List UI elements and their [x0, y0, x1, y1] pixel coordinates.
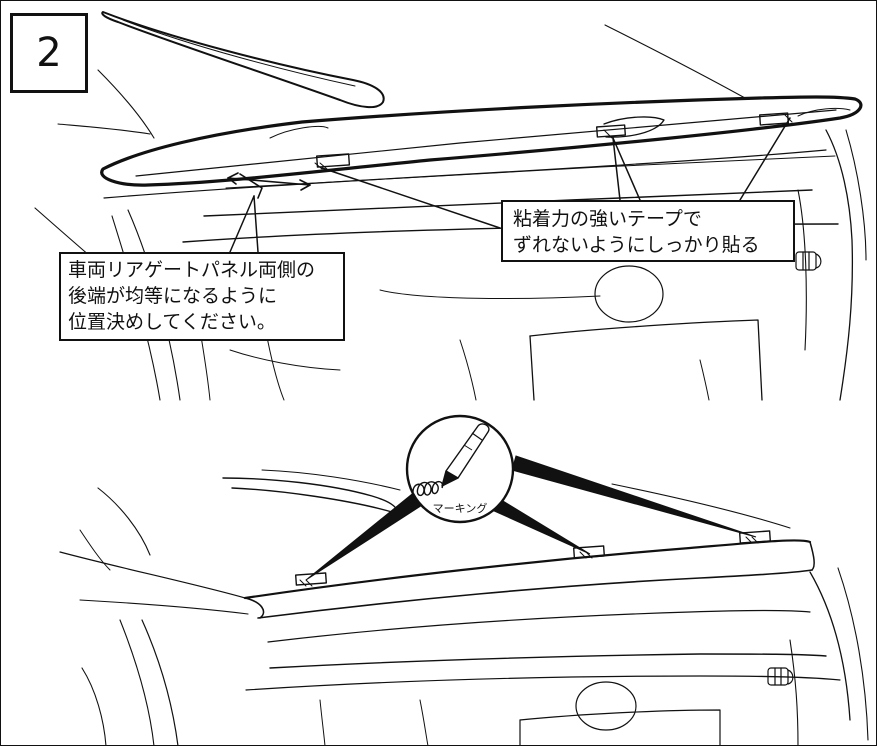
- key-cylinder-icon: [795, 251, 822, 271]
- key-cylinder-icon: [767, 667, 794, 686]
- tape-instruction-line: 粘着力の強いテープで: [513, 208, 702, 230]
- position-instruction-line: 位置決めしてください。: [68, 310, 276, 333]
- tape-strip-icon: [314, 112, 793, 170]
- marker-pen-icon: [441, 423, 490, 487]
- alignment-arrow-icon: [227, 172, 311, 199]
- marking-pointers: [305, 455, 757, 581]
- position-instruction-callout: 車両リアゲートパネル両側の 後端が均等になるように 位置決めしてください。: [59, 252, 345, 341]
- bottom-view-marking: [59, 469, 869, 746]
- scribble-mark-icon: [412, 481, 444, 497]
- tape-strip-icon: [294, 530, 772, 587]
- tape-instruction-line: ずれないようにしっかり貼る: [513, 233, 760, 256]
- position-instruction-line: 車両リアゲートパネル両側の: [68, 259, 316, 281]
- marking-magnifier: マーキング: [405, 414, 515, 524]
- marking-label: マーキング: [433, 501, 488, 515]
- position-instruction-line: 後端が均等になるように: [68, 284, 278, 307]
- step-number-badge: 2: [10, 13, 88, 93]
- leader-lines: [229, 117, 791, 253]
- tape-instruction-callout: 粘着力の強いテープで ずれないようにしっかり貼る: [501, 200, 795, 262]
